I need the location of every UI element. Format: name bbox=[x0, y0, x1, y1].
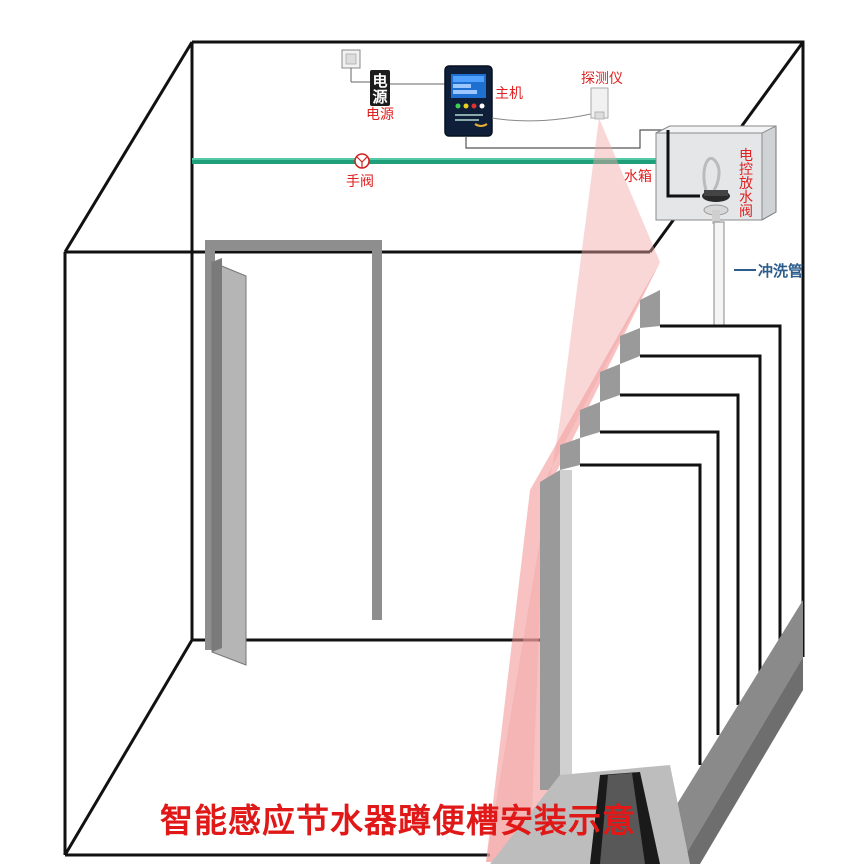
label-host: 主机 bbox=[495, 86, 523, 102]
power-device-text-1: 电 bbox=[372, 72, 387, 90]
label-manual-valve: 手阀 bbox=[346, 174, 374, 190]
label-detector: 探测仪 bbox=[581, 71, 623, 87]
water-supply-pipe bbox=[192, 158, 666, 164]
toilet-troughs bbox=[580, 324, 782, 765]
water-tank bbox=[655, 125, 777, 221]
label-power: 电源 bbox=[366, 107, 394, 123]
flush-pipes bbox=[713, 221, 756, 327]
electric-valve-icon bbox=[702, 157, 730, 224]
power-device-text-2: 源 bbox=[372, 88, 387, 106]
label-electric-valve: 电 控 放 水 阀 bbox=[739, 148, 753, 220]
right-floor-ramp bbox=[640, 600, 803, 864]
door bbox=[205, 240, 382, 666]
host-controller bbox=[444, 65, 493, 137]
svg-text:放: 放 bbox=[739, 176, 753, 192]
wall-socket-icon bbox=[341, 49, 361, 69]
label-water-tank: 水箱 bbox=[624, 169, 652, 185]
detection-beam bbox=[486, 118, 660, 862]
svg-text:水: 水 bbox=[739, 190, 753, 206]
power-supply-device: 电 源 bbox=[370, 70, 390, 106]
diagram-title: 智能感应节水器蹲便槽安装示意 bbox=[160, 801, 636, 840]
detector-device bbox=[590, 87, 609, 120]
svg-text:控: 控 bbox=[739, 162, 753, 178]
partition-panels bbox=[540, 290, 660, 790]
label-flush-pipe: 冲洗管 bbox=[758, 262, 803, 280]
svg-text:电: 电 bbox=[739, 148, 753, 164]
svg-text:阀: 阀 bbox=[739, 204, 753, 220]
trough-floor bbox=[490, 765, 690, 864]
manual-valve-icon bbox=[354, 153, 370, 169]
